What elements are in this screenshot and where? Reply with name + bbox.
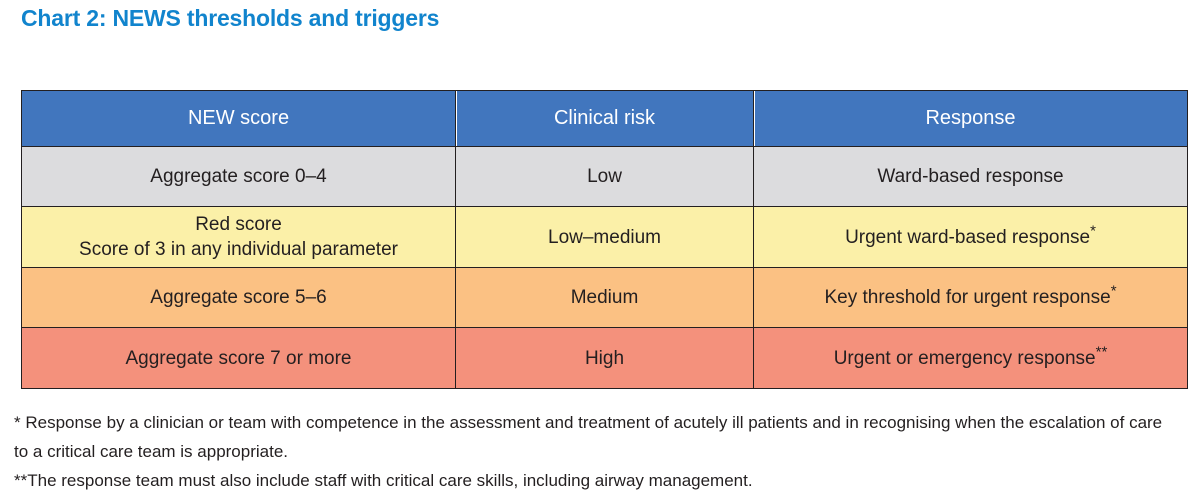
table-row: Aggregate score 5–6 Medium Key threshold… <box>21 267 1188 328</box>
response-text: Ward-based response <box>877 166 1064 187</box>
response-text: Urgent or emergency response <box>833 347 1096 369</box>
column-header-response: Response <box>753 90 1188 147</box>
cell-response: Urgent or emergency response** <box>753 327 1188 389</box>
cell-clinical-risk: Medium <box>455 267 754 328</box>
score-line-1: Aggregate score 7 or more <box>125 347 352 369</box>
score-line-1: Aggregate score 0–4 <box>150 166 327 187</box>
news-thresholds-table: NEW score Clinical risk Response Aggrega… <box>21 90 1188 389</box>
table-header-row: NEW score Clinical risk Response <box>21 90 1188 147</box>
cell-clinical-risk: Low–medium <box>455 206 754 268</box>
column-header-new-score: NEW score <box>21 90 456 147</box>
cell-response: Key threshold for urgent response* <box>753 267 1188 328</box>
table-row: Aggregate score 0–4 Low Ward-based respo… <box>21 146 1188 207</box>
table-row: Red score Score of 3 in any individual p… <box>21 206 1188 268</box>
table-body: Aggregate score 0–4 Low Ward-based respo… <box>21 146 1188 389</box>
footnotes: * Response by a clinician or team with c… <box>14 408 1174 495</box>
score-line-2: Score of 3 in any individual parameter <box>79 239 398 260</box>
score-line-1: Red score <box>195 214 282 235</box>
cell-new-score: Aggregate score 5–6 <box>21 267 456 328</box>
cell-new-score: Aggregate score 0–4 <box>21 146 456 207</box>
cell-clinical-risk: High <box>455 327 754 389</box>
response-footnote-marker: * <box>1110 282 1117 300</box>
table-row: Aggregate score 7 or more High Urgent or… <box>21 327 1188 389</box>
footnote-double-asterisk: **The response team must also include st… <box>14 471 753 490</box>
cell-new-score: Aggregate score 7 or more <box>21 327 456 389</box>
page-title: Chart 2: NEWS thresholds and triggers <box>21 5 440 31</box>
table-header: NEW score Clinical risk Response <box>21 90 1188 147</box>
footnote-single-asterisk: * Response by a clinician or team with c… <box>14 413 1163 461</box>
cell-response: Ward-based response <box>753 146 1188 207</box>
score-line-1: Aggregate score 5–6 <box>150 287 327 308</box>
cell-new-score: Red score Score of 3 in any individual p… <box>21 206 456 268</box>
response-text: Key threshold for urgent response <box>824 287 1111 308</box>
column-header-clinical-risk: Clinical risk <box>455 90 754 147</box>
response-text: Urgent ward-based response <box>845 226 1091 248</box>
response-footnote-marker: ** <box>1095 343 1108 361</box>
response-footnote-marker: * <box>1090 222 1096 240</box>
cell-clinical-risk: Low <box>455 146 754 207</box>
cell-response: Urgent ward-based response* <box>753 206 1188 268</box>
